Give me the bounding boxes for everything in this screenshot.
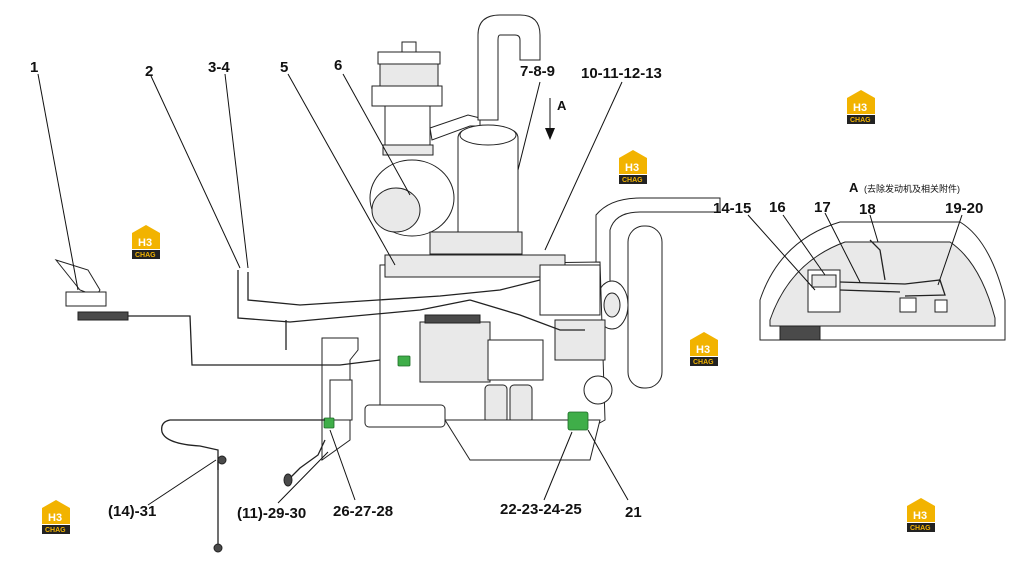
engine-illustration [54, 14, 721, 553]
callout-2: 2 [145, 63, 153, 80]
view-arrow-label: A [557, 98, 567, 113]
callout-7-8-9: 7-8-9 [520, 63, 555, 80]
svg-text:CHAG: CHAG [850, 117, 871, 124]
svg-text:CHAG: CHAG [135, 252, 156, 259]
watermark-logo: H3 CHAG [907, 498, 935, 532]
green-fitting [567, 411, 589, 431]
callout-21: 21 [625, 504, 642, 521]
callout-18: 18 [859, 201, 876, 218]
svg-text:H3: H3 [853, 102, 867, 114]
callout-14-15: 14-15 [713, 200, 751, 217]
air-cleaner-body [384, 105, 431, 149]
svg-text:CHAG: CHAG [910, 525, 931, 532]
svg-text:CHAG: CHAG [622, 177, 643, 184]
svg-text:H3: H3 [696, 344, 710, 356]
callout-labels: 1 2 3-4 5 6 7-8-9 10-11-12-13 (14)-31 (1… [30, 57, 983, 522]
callout-5: 5 [280, 59, 288, 76]
svg-text:H3: H3 [913, 510, 927, 522]
svg-text:CHAG: CHAG [45, 527, 66, 534]
view-title-note: (去除发动机及相关附件) [864, 183, 960, 194]
callout-19-20: 19-20 [945, 200, 983, 217]
fan-blade [627, 225, 663, 389]
green-fitting [397, 355, 411, 367]
callout-17: 17 [814, 199, 831, 216]
svg-text:CHAG: CHAG [693, 359, 714, 366]
callout-11-29-30: (11)-29-30 [237, 505, 306, 522]
callout-10-11-12-13: 10-11-12-13 [581, 65, 662, 82]
watermark-logo: H3 CHAG [847, 90, 875, 124]
watermark-logo: H3 CHAG [42, 500, 70, 534]
leader-lines [37, 73, 963, 506]
callout-14-31: (14)-31 [108, 503, 156, 520]
svg-text:H3: H3 [48, 512, 62, 524]
green-fitting [323, 417, 335, 429]
callout-22-23-24-25: 22-23-24-25 [500, 501, 582, 518]
injection-pump [419, 321, 491, 383]
callout-16: 16 [769, 199, 786, 216]
callout-1: 1 [30, 59, 38, 76]
air-cleaner-cap [377, 51, 441, 65]
exhaust-pipe [477, 14, 541, 121]
svg-text:H3: H3 [625, 162, 639, 174]
watermark-logo: H3 CHAG [132, 225, 160, 259]
svg-text:H3: H3 [138, 237, 152, 249]
watermark-logo: H3 CHAG [619, 150, 647, 184]
throttle-pedal [54, 259, 101, 297]
watermark-logo: H3 CHAG [690, 332, 718, 366]
view-title-letter: A [849, 180, 859, 195]
view-a-inset [759, 221, 1006, 341]
callout-26-27-28: 26-27-28 [333, 503, 393, 520]
view-a-title: A (去除发动机及相关附件) [849, 180, 960, 195]
callout-6: 6 [334, 57, 342, 74]
callout-3-4: 3-4 [208, 59, 230, 76]
starter-motor [364, 404, 446, 428]
view-arrow-a: A [545, 98, 567, 140]
